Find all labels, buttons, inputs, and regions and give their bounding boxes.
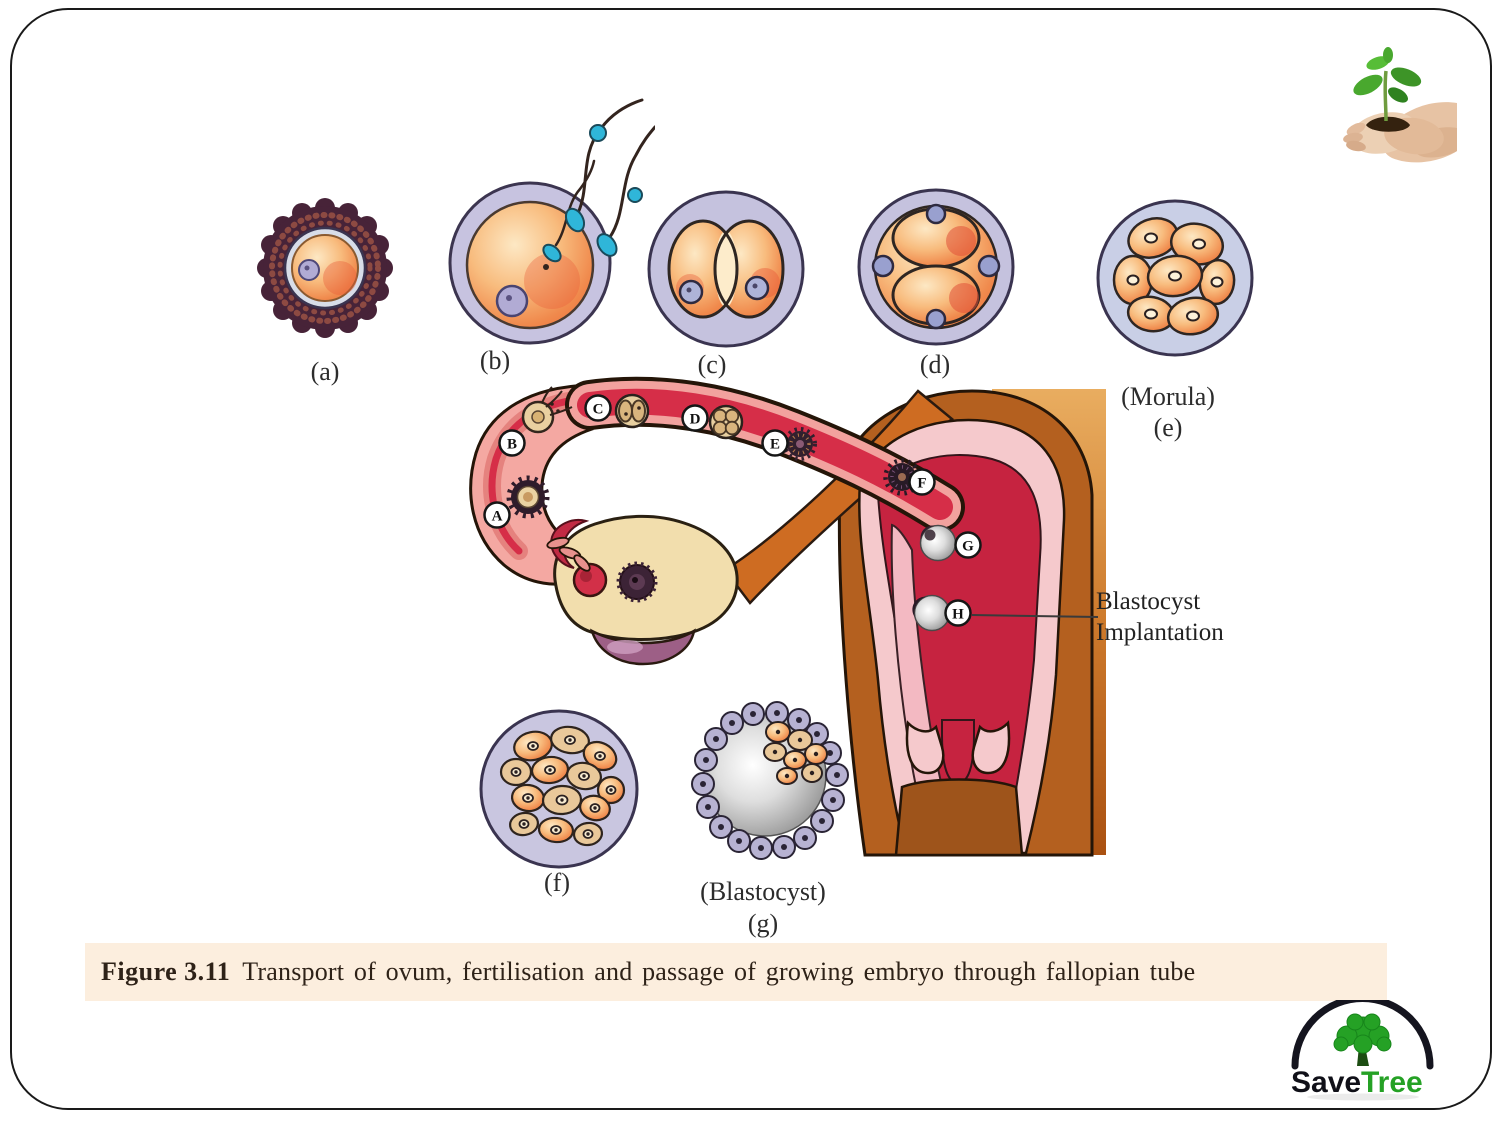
cell-nuclei (1126, 232, 1224, 322)
stage-f-late-morula (479, 709, 639, 869)
svg-text:A: A (492, 508, 503, 524)
tube-marker-e: E (761, 429, 789, 457)
figure-caption: Figure 3.11 Transport of ovum, fertilisa… (85, 943, 1387, 1001)
stage-e-morula (1096, 199, 1254, 357)
tube-marker-d: D (681, 404, 709, 432)
tube-marker-h: H (944, 599, 972, 627)
blastomere-nucleus (678, 279, 704, 305)
four-cell-icon (708, 404, 744, 440)
cervix-fold-left (905, 720, 945, 775)
blastomere-nucleus (925, 203, 947, 225)
save-tree-logo: Save Tree (1291, 1000, 1434, 1101)
tube-marker-g: G (954, 531, 982, 559)
fallopian-tube-uterus-diagram: A B C D E F G H (469, 376, 1106, 857)
stage-b-fertilisation (448, 98, 655, 345)
svg-text:C: C (593, 401, 604, 417)
stage-g-sublabel: (g) (747, 909, 779, 938)
ovum-in-infundibulum (506, 475, 550, 519)
vagina (894, 778, 1024, 857)
svg-text:E: E (770, 436, 780, 452)
early-blastocyst-icon (919, 524, 957, 562)
tube-marker-c: C (584, 394, 612, 422)
blastocyst-implantation-annotation: Blastocyst Implantation (1096, 586, 1224, 648)
stage-g-label: (Blastocyst) (700, 877, 826, 906)
ovum-cytoplasm (291, 234, 359, 302)
logo-arc (1291, 1000, 1434, 1070)
blastomere-nucleus (925, 308, 947, 330)
cervix-fold-right (971, 720, 1011, 775)
logo-tree-icon (1333, 1013, 1392, 1066)
blastomere-nucleus (744, 275, 770, 301)
fimbriae (546, 536, 591, 572)
stage-a-label: (a) (310, 357, 340, 386)
tube-marker-a: A (483, 501, 511, 529)
morula-cells (499, 725, 626, 847)
ovum-nucleus (495, 284, 529, 318)
ovum-nucleus (298, 259, 320, 281)
stage-b-label: (b) (479, 346, 511, 375)
figure-caption-text: Transport of ovum, fertilisation and pas… (242, 957, 1196, 986)
icm-nuclei (772, 729, 819, 779)
stage-d-four-cell (857, 188, 1015, 346)
ovary (550, 514, 739, 666)
annotation-line-1: Blastocyst (1096, 588, 1201, 615)
svg-text:G: G (962, 538, 974, 554)
stage-g-blastocyst (691, 701, 849, 860)
annotation-line-2: Implantation (1096, 619, 1224, 646)
svg-text:D: D (690, 411, 701, 427)
cervical-canal (941, 719, 975, 785)
stage-e-label: (Morula) (1121, 382, 1215, 411)
tube-marker-b: B (498, 429, 526, 457)
cell-nuclei (510, 735, 617, 839)
stage-f-label: (f) (544, 868, 570, 897)
svg-text:B: B (507, 436, 517, 452)
tube-marker-f: F (908, 468, 936, 496)
svg-text:H: H (952, 606, 964, 622)
stage-c-label: (c) (697, 350, 727, 379)
logo-word-tree: Tree (1361, 1066, 1423, 1099)
blastomere-nucleus (871, 254, 895, 278)
stage-a-ovum-corona-radiata (257, 198, 393, 338)
logo-word-save: Save (1291, 1066, 1361, 1099)
hands-holding-sapling-image (1343, 47, 1457, 163)
two-cell-icon (614, 393, 650, 429)
slide-border (10, 8, 1492, 1110)
blastomere-nucleus (977, 254, 1001, 278)
trophoblast-nuclei (700, 710, 840, 851)
stage-d-label: (d) (919, 350, 951, 379)
fertilised-ovum-icon (521, 386, 573, 434)
stage-e-sublabel: (e) (1153, 413, 1183, 442)
implanting-blastocyst-icon (912, 594, 951, 632)
svg-text:F: F (917, 475, 926, 491)
figure-number: Figure 3.11 (101, 957, 231, 986)
implantation-leader-line (971, 614, 1099, 618)
sperm-group (542, 98, 655, 270)
stage-c-two-cell (647, 190, 805, 348)
